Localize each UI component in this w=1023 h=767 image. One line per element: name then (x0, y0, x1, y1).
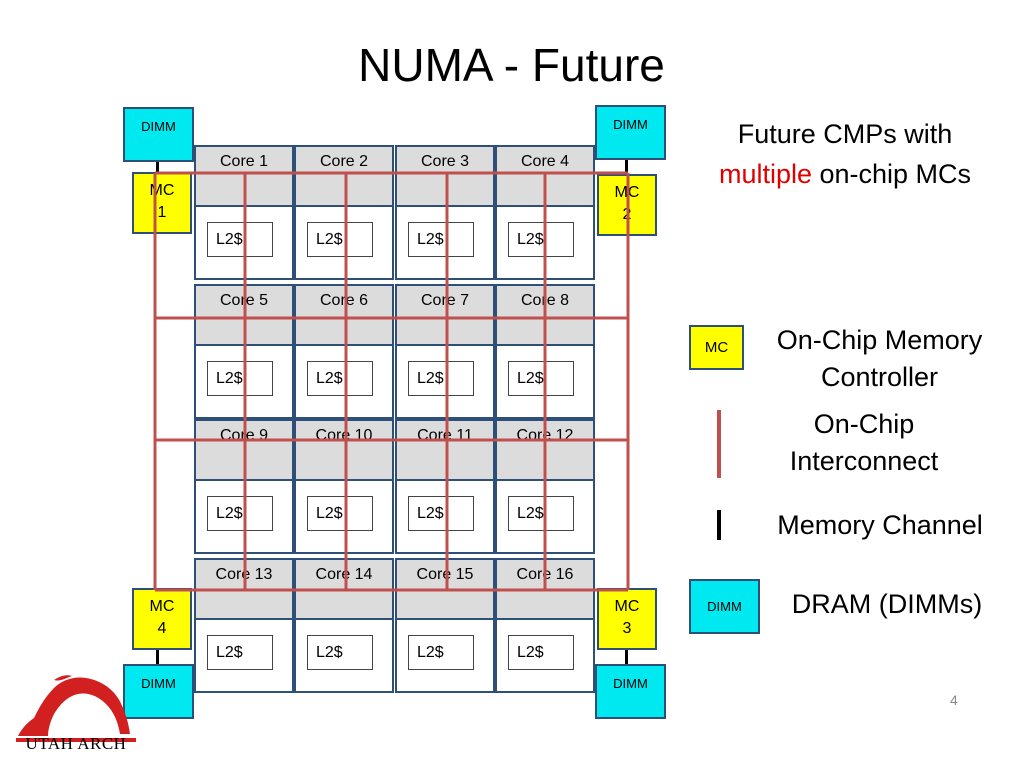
core-label: Core 14 (296, 560, 392, 620)
core-label: Core 16 (497, 560, 593, 620)
tile-core-15: Core 15 L2$ (395, 558, 495, 693)
utah-arch-logo-icon (16, 675, 136, 742)
l2-cache: L2$ (408, 222, 474, 257)
core-label: Core 8 (497, 286, 593, 346)
slide-title: NUMA - Future (358, 39, 665, 91)
highlight-word: multiple (718, 159, 812, 189)
tile-core-16: Core 16 L2$ (495, 558, 595, 693)
legend-dimm-swatch: DIMM (689, 579, 760, 634)
memory-channel-4 (156, 648, 159, 666)
l2-cache: L2$ (508, 496, 574, 531)
memory-channel-2 (625, 160, 628, 176)
tile-core-10: Core 10 L2$ (294, 419, 394, 554)
l2-cache: L2$ (508, 361, 574, 396)
legend-mc-swatch: MC (689, 325, 744, 370)
core-label: Core 1 (196, 147, 292, 207)
l2-cache: L2$ (307, 635, 373, 670)
tile-core-9: Core 9 L2$ (194, 419, 294, 554)
core-label: Core 4 (497, 147, 593, 207)
mc-4: MC 4 (132, 588, 192, 650)
tile-core-11: Core 11 L2$ (395, 419, 495, 554)
dimm-top-right: DIMM (595, 105, 666, 160)
l2-cache: L2$ (207, 496, 273, 531)
side-heading: Future CMPs with multiple on-chip MCs (672, 114, 1018, 194)
core-label: Core 5 (196, 286, 292, 346)
core-label: Core 13 (196, 560, 292, 620)
core-label: Core 10 (296, 421, 392, 481)
mc-3: MC 3 (597, 588, 657, 650)
side-heading-rest: on-chip MCs (812, 159, 972, 189)
core-label: Core 2 (296, 147, 392, 207)
core-label: Core 6 (296, 286, 392, 346)
l2-cache: L2$ (408, 496, 474, 531)
core-label: Core 3 (397, 147, 493, 207)
tile-core-12: Core 12 L2$ (495, 419, 595, 554)
mc-label: MC (614, 598, 640, 615)
logo-text: UTAH ARCH (25, 734, 127, 753)
tile-core-7: Core 7 L2$ (395, 284, 495, 419)
side-heading-line2: multiple on-chip MCs (672, 154, 1018, 194)
mc-number: 2 (622, 206, 632, 223)
tile-core-4: Core 4 L2$ (495, 145, 595, 280)
mc-label: MC (149, 182, 175, 199)
legend-channel-text: Memory Channel (777, 510, 983, 540)
tile-core-2: Core 2 L2$ (294, 145, 394, 280)
tile-core-3: Core 3 L2$ (395, 145, 495, 280)
l2-cache: L2$ (307, 361, 373, 396)
legend-dimm-text: DRAM (DIMMs) (791, 589, 983, 619)
mc-label: MC (149, 598, 175, 615)
l2-cache: L2$ (408, 361, 474, 396)
tile-core-6: Core 6 L2$ (294, 284, 394, 419)
core-label: Core 7 (397, 286, 493, 346)
mc-number: 4 (157, 620, 167, 637)
dimm-top-left: DIMM (123, 107, 194, 162)
core-label: Core 12 (497, 421, 593, 481)
tile-core-13: Core 13 L2$ (194, 558, 294, 693)
side-heading-line1: Future CMPs with (737, 119, 953, 149)
legend-interconnect-swatch (717, 410, 721, 478)
l2-cache: L2$ (307, 496, 373, 531)
tile-core-14: Core 14 L2$ (294, 558, 394, 693)
core-label: Core 15 (397, 560, 493, 620)
legend-interconnect-text: On-Chip Interconnect (789, 409, 939, 476)
memory-channel-3 (625, 648, 628, 666)
l2-cache: L2$ (508, 222, 574, 257)
page-number: 4 (950, 692, 958, 708)
mc-number: 1 (157, 204, 167, 221)
l2-cache: L2$ (207, 222, 273, 257)
memory-channel-1 (156, 162, 159, 176)
legend-mc-text: On-Chip Memory Controller (776, 325, 983, 392)
mc-number: 3 (622, 620, 632, 637)
tile-core-5: Core 5 L2$ (194, 284, 294, 419)
core-label: Core 11 (397, 421, 493, 481)
mc-label: MC (614, 184, 640, 201)
tile-core-8: Core 8 L2$ (495, 284, 595, 419)
l2-cache: L2$ (508, 635, 574, 670)
l2-cache: L2$ (207, 361, 273, 396)
mc-2: MC 2 (597, 174, 657, 236)
legend-channel-swatch (717, 510, 721, 540)
l2-cache: L2$ (408, 635, 474, 670)
tile-core-1: Core 1 L2$ (194, 145, 294, 280)
l2-cache: L2$ (307, 222, 373, 257)
dimm-bottom-left: DIMM (123, 664, 194, 719)
core-label: Core 9 (196, 421, 292, 481)
l2-cache: L2$ (207, 635, 273, 670)
mc-1: MC 1 (132, 172, 192, 234)
dimm-bottom-right: DIMM (595, 664, 666, 719)
